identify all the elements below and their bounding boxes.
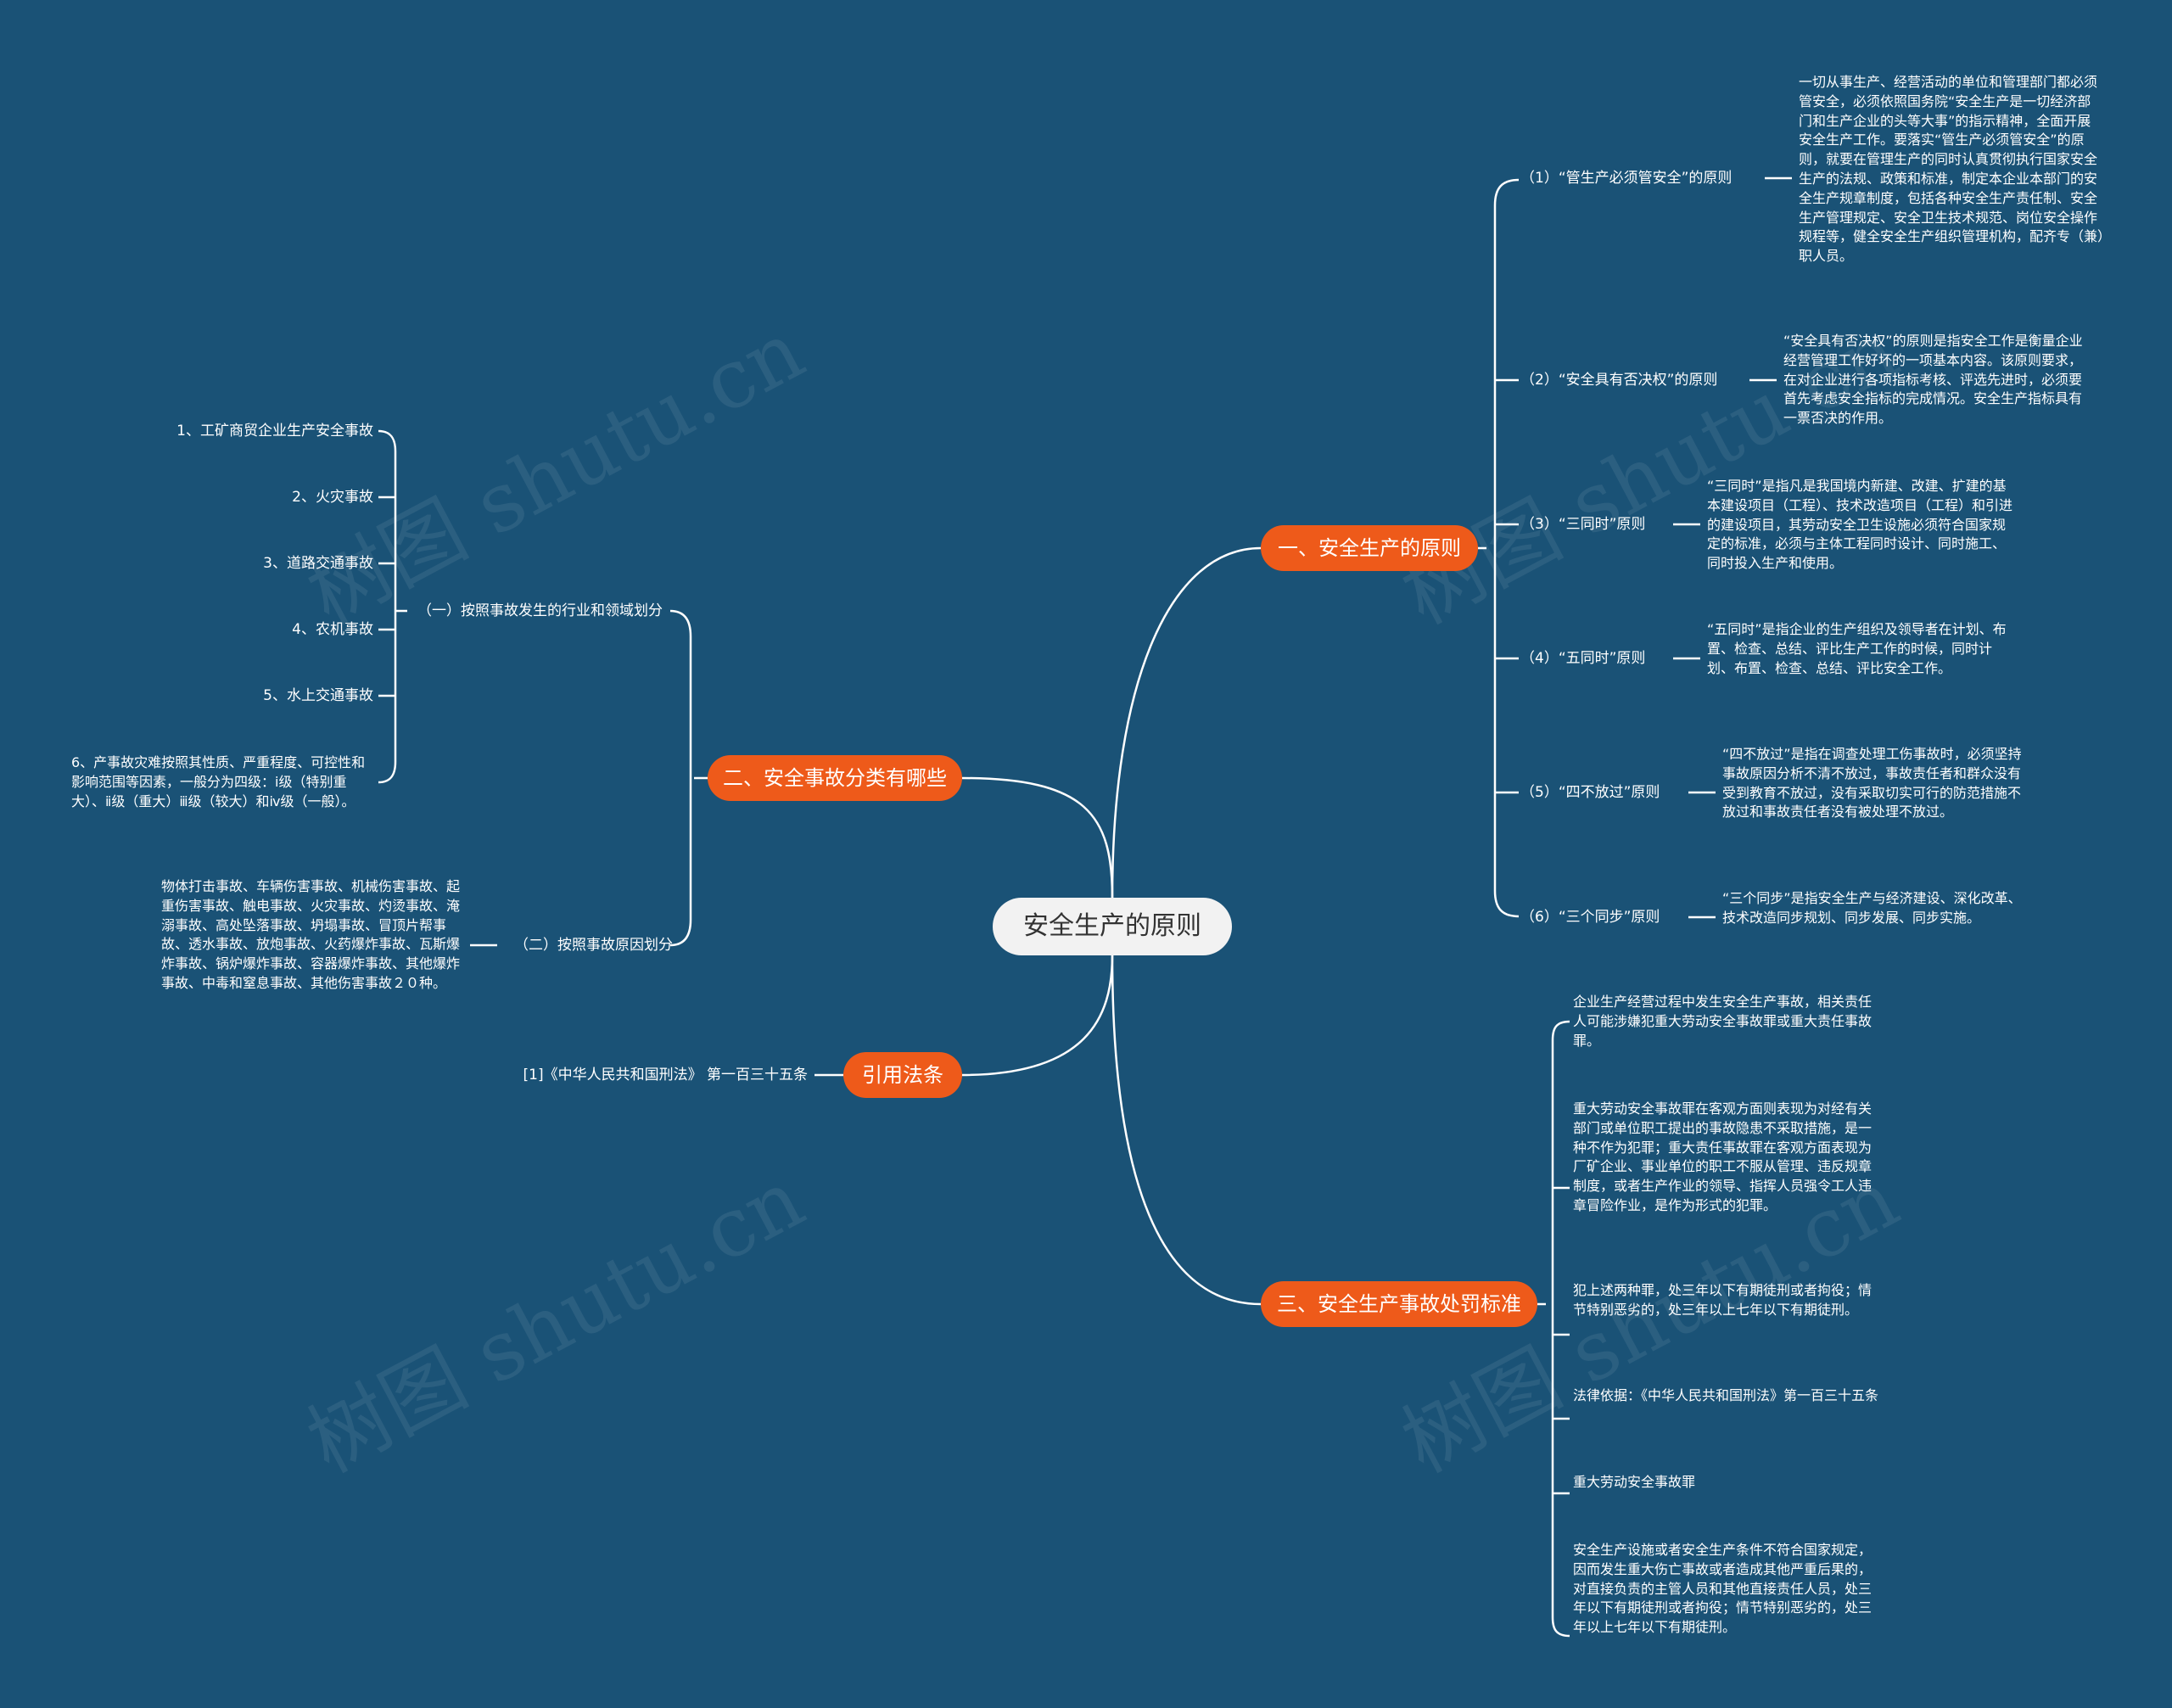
connector-b4-items bbox=[1553, 1186, 1570, 1495]
cause-list-text: 物体打击事故、车辆伤害事故、机械伤害事故、起重伤害事故、触电事故、火灾事故、灼烫… bbox=[161, 878, 461, 991]
classification-by-cause[interactable]: （二）按照事故原因划分 bbox=[514, 937, 673, 954]
branch-penalty-standards[interactable]: 三、安全生产事故处罚标准 bbox=[1261, 1281, 1537, 1327]
cited-law-item: [1]《中华人民共和国刑法》 第一百三十五条 bbox=[523, 1067, 808, 1084]
principle-text-3: “三同时”是指凡是我国境内新建、改建、扩建的基本建设项目（工程）、技术改造项目（… bbox=[1707, 478, 2013, 572]
connector-root-b4 bbox=[1111, 955, 1262, 1306]
principle-label-6[interactable]: （6）“三个同步”原则 bbox=[1520, 909, 1660, 926]
connector-root-b3 bbox=[961, 955, 1114, 1077]
branch-safety-principles[interactable]: 一、安全生产的原则 bbox=[1261, 525, 1478, 571]
industry-item-6: 6、产事故灾难按照其性质、严重程度、可控性和影响范围等因素，一般分为四级：ⅰ级（… bbox=[71, 754, 366, 809]
penalty-text-1: 企业生产经营过程中发生安全生产事故，相关责任人可能涉嫌犯重大劳动安全事故罪或重大… bbox=[1573, 994, 1873, 1049]
industry-item-5: 5、水上交通事故 bbox=[263, 687, 373, 704]
branch-accident-classification[interactable]: 二、安全事故分类有哪些 bbox=[708, 755, 962, 801]
industry-item-1: 1、工矿商贸企业生产安全事故 bbox=[176, 423, 373, 440]
penalty-text-5: 重大劳动安全事故罪 bbox=[1573, 1474, 1696, 1490]
principle-label-2[interactable]: （2）“安全具有否决权”的原则 bbox=[1520, 372, 1718, 389]
principle-label-3[interactable]: （3）“三同时”原则 bbox=[1520, 516, 1646, 533]
principle-label-5[interactable]: （5）“四不放过”原则 bbox=[1520, 784, 1660, 801]
connector-b2-bracket bbox=[669, 609, 708, 947]
classification-by-industry[interactable]: （一）按照事故发生的行业和领域划分 bbox=[417, 602, 663, 619]
principle-text-1: 一切从事生产、经营活动的单位和管理部门都必须管安全，必须依照国务院“安全生产是一… bbox=[1799, 74, 2105, 265]
connector-root-b2 bbox=[961, 776, 1114, 899]
principle-text-4: “五同时”是指企业的生产组织及领导者在计划、布置、检查、总结、评比生产工作的时候… bbox=[1707, 621, 2007, 676]
industry-item-4: 4、农机事故 bbox=[292, 621, 373, 638]
principle-text-2: “安全具有否决权”的原则是指安全工作是衡量企业经营管理工作好坏的一项基本内容。该… bbox=[1783, 333, 2083, 427]
principle-label-4[interactable]: （4）“五同时”原则 bbox=[1520, 650, 1646, 667]
connector-b1-items bbox=[1495, 378, 1519, 794]
principle-text-5: “四不放过”是指在调查处理工伤事故时，必须坚持事故原因分析不清不放过，事故责任者… bbox=[1722, 746, 2022, 820]
principle-label-1[interactable]: （1）“管生产必须管安全”的原则 bbox=[1520, 170, 1733, 187]
penalty-text-3: 犯上述两种罪，处三年以下有期徒刑或者拘役；情节特别恶劣的，处三年以上七年以下有期… bbox=[1573, 1282, 1873, 1318]
connector-b1-bracket bbox=[1478, 178, 1520, 918]
connector-b2-sub1-bracket bbox=[378, 429, 407, 784]
penalty-text-6: 安全生产设施或者安全生产条件不符合国家规定，因而发生重大伤亡事故或者造成其他严重… bbox=[1573, 1542, 1873, 1636]
branch-cited-law[interactable]: 引用法条 bbox=[843, 1052, 962, 1098]
connector-b4-bracket bbox=[1537, 1020, 1570, 1638]
root-node[interactable]: 安全生产的原则 bbox=[993, 898, 1232, 955]
penalty-text-4: 法律依据：《中华人民共和国刑法》第一百三十五条 bbox=[1573, 1387, 1879, 1403]
principle-text-6: “三个同步”是指安全生产与经济建设、深化改革、技术改造同步规划、同步发展、同步实… bbox=[1722, 890, 2022, 926]
connector-b2-sub1-items bbox=[378, 496, 395, 697]
industry-item-2: 2、火灾事故 bbox=[292, 489, 373, 506]
industry-item-3: 3、道路交通事故 bbox=[263, 555, 373, 572]
connector-root-b1 bbox=[1111, 546, 1262, 899]
penalty-text-2: 重大劳动安全事故罪在客观方面则表现为对经有关部门或单位职工提出的事故隐患不采取措… bbox=[1573, 1100, 1873, 1213]
